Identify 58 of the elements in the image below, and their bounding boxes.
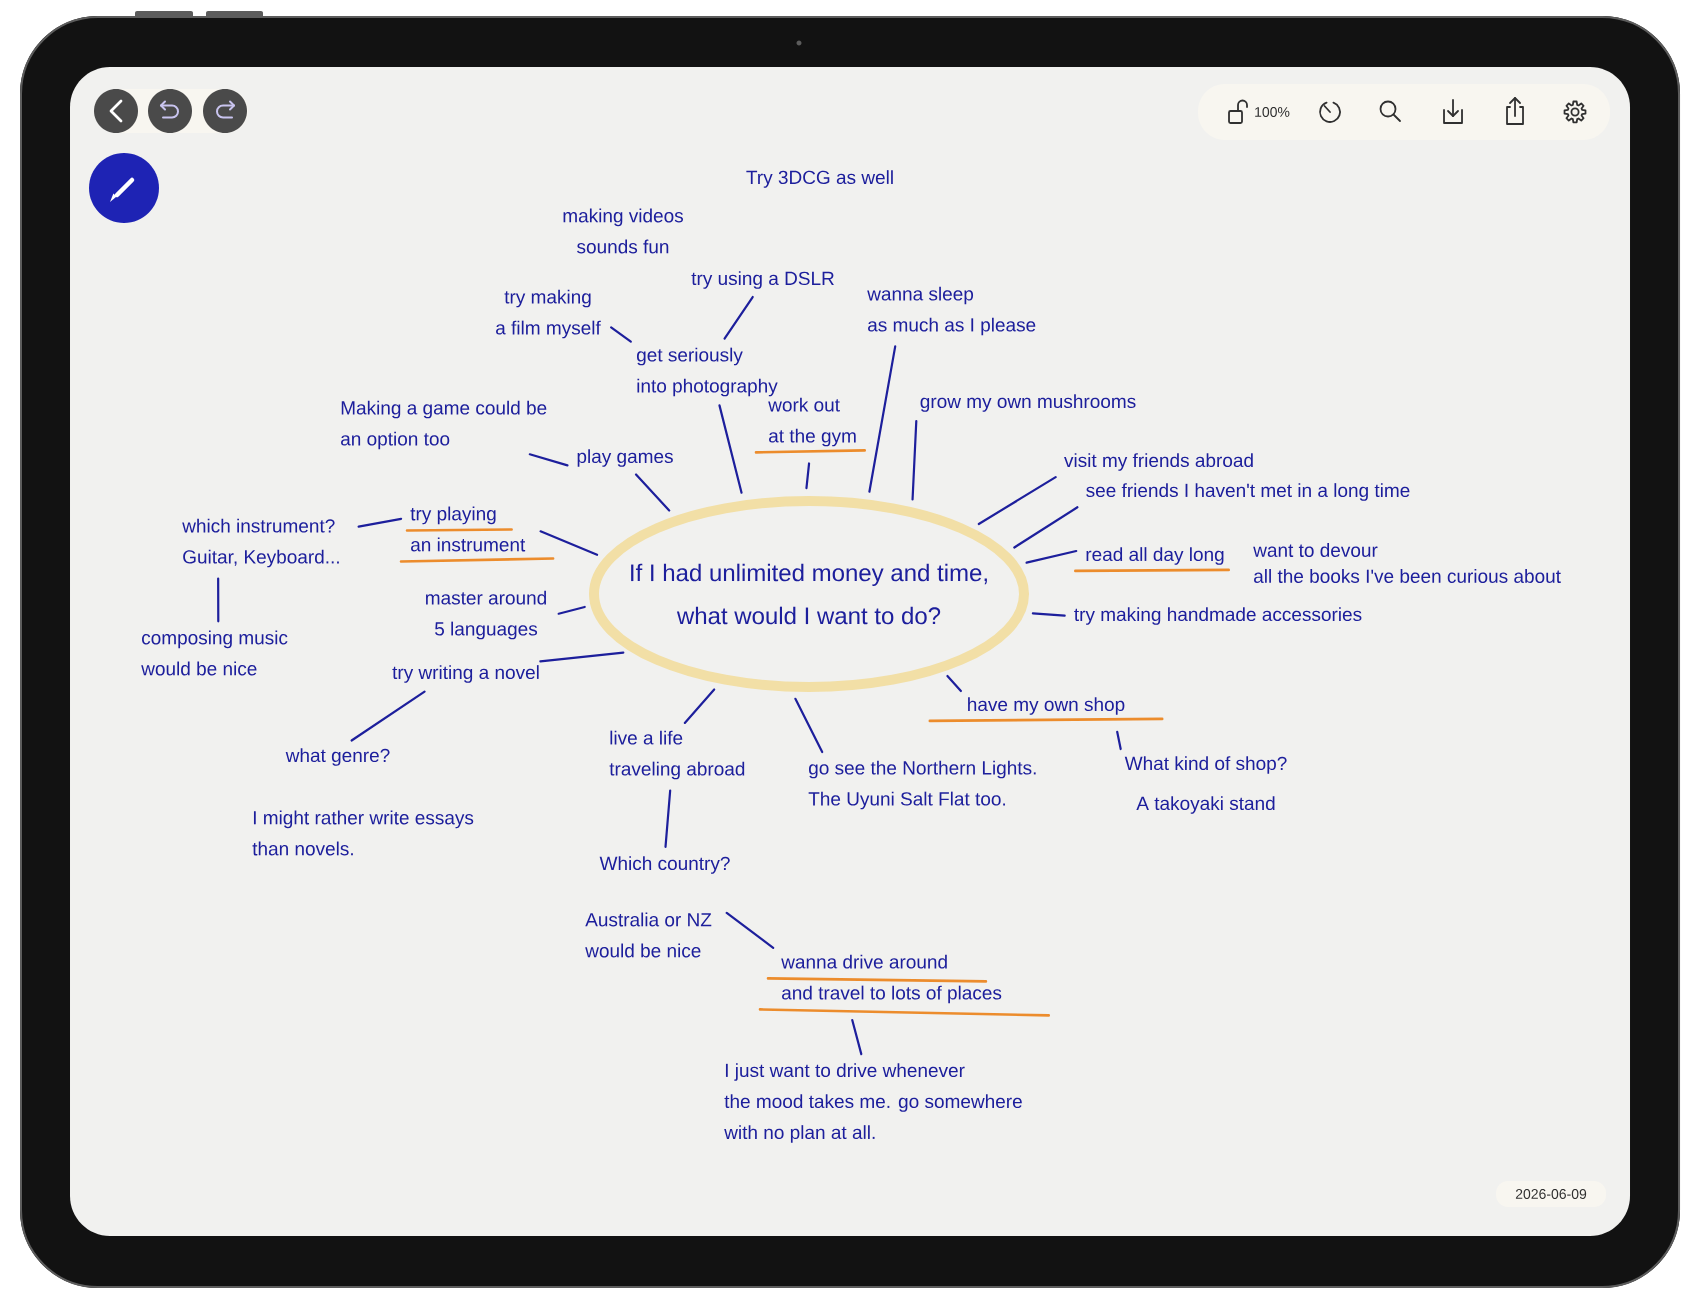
- idea-text: work out at the gym: [768, 397, 856, 447]
- idea-text: grow my own mushrooms: [920, 394, 1136, 412]
- idea-text: I just want to drive whenever the mood takes me. go somewhere with no plan at all.: [724, 1063, 1022, 1143]
- connector-line: [683, 688, 716, 725]
- idea-text: try playing an instrument: [405, 506, 526, 552]
- note-text: making videos sounds fun: [563, 208, 683, 254]
- idea-text: play games: [577, 449, 673, 467]
- connector-line: [357, 517, 403, 528]
- idea-text: visit my friends abroad: [1064, 453, 1253, 471]
- idea-text: try making a film myself: [496, 289, 601, 339]
- connector-line: [805, 462, 811, 490]
- idea-text: get seriously into photography: [637, 347, 778, 397]
- idea-text: composing music would be nice: [141, 630, 288, 676]
- idea-text: wanna drive around and travel to lots of places: [766, 954, 1002, 1004]
- connector-line: [977, 476, 1057, 526]
- connector-line: [794, 697, 824, 754]
- connector-line: [718, 404, 743, 494]
- connector-line: [634, 473, 671, 512]
- idea-text: have my own shop: [968, 697, 1125, 715]
- idea-text: Which country?: [599, 856, 730, 874]
- connector-line: [868, 345, 897, 493]
- idea-text: Making a game could be an option too: [341, 400, 547, 450]
- note-text: I might rather write essays than novels.: [252, 810, 474, 856]
- connector-line: [911, 419, 918, 501]
- connector-line: [610, 326, 632, 343]
- idea-text: try making handmade accessories: [1074, 607, 1362, 625]
- idea-text: wanna sleep as much as I please: [867, 286, 1036, 336]
- note-text: Try 3DCG as well: [746, 170, 893, 188]
- idea-text: try using a DSLR: [691, 271, 834, 289]
- connector-line: [539, 651, 625, 663]
- idea-text: read all day long: [1086, 547, 1224, 565]
- connector-line: [851, 1019, 863, 1056]
- idea-text: Australia or NZ would be nice: [585, 912, 712, 958]
- date-label: 2026-06-09: [1496, 1181, 1606, 1207]
- idea-text: master around 5 languages: [426, 590, 546, 640]
- connector-line: [1013, 506, 1079, 549]
- idea-text: what genre?: [285, 748, 390, 766]
- connector-line: [217, 577, 220, 623]
- connector-line: [350, 690, 426, 742]
- connector-line: [946, 674, 962, 693]
- connector-line: [1116, 730, 1122, 751]
- note-text: want to devour all the books I've been curious about: [1253, 543, 1561, 583]
- idea-text: live a life traveling abroad: [609, 730, 745, 780]
- connector-line: [725, 911, 775, 949]
- connector-line: [528, 453, 569, 467]
- idea-text: which instrument? Guitar, Keyboard...: [182, 518, 339, 568]
- idea-text: try writing a novel: [392, 665, 539, 683]
- idea-text: see friends I haven't met in a long time: [1086, 483, 1410, 501]
- idea-text: What kind of shop?: [1124, 756, 1287, 774]
- idea-text: go see the Northern Lights. The Uyuni Salt Flat too.: [808, 760, 1036, 810]
- connector-line: [539, 530, 599, 556]
- connector-line: [664, 789, 672, 849]
- connector-line: [723, 295, 754, 340]
- connector-line: [1031, 612, 1066, 617]
- connector-line: [1025, 549, 1078, 564]
- zoom-level: 100%: [1255, 107, 1290, 117]
- connector-line: [557, 605, 586, 615]
- note-text: A takoyaki stand: [1136, 796, 1275, 814]
